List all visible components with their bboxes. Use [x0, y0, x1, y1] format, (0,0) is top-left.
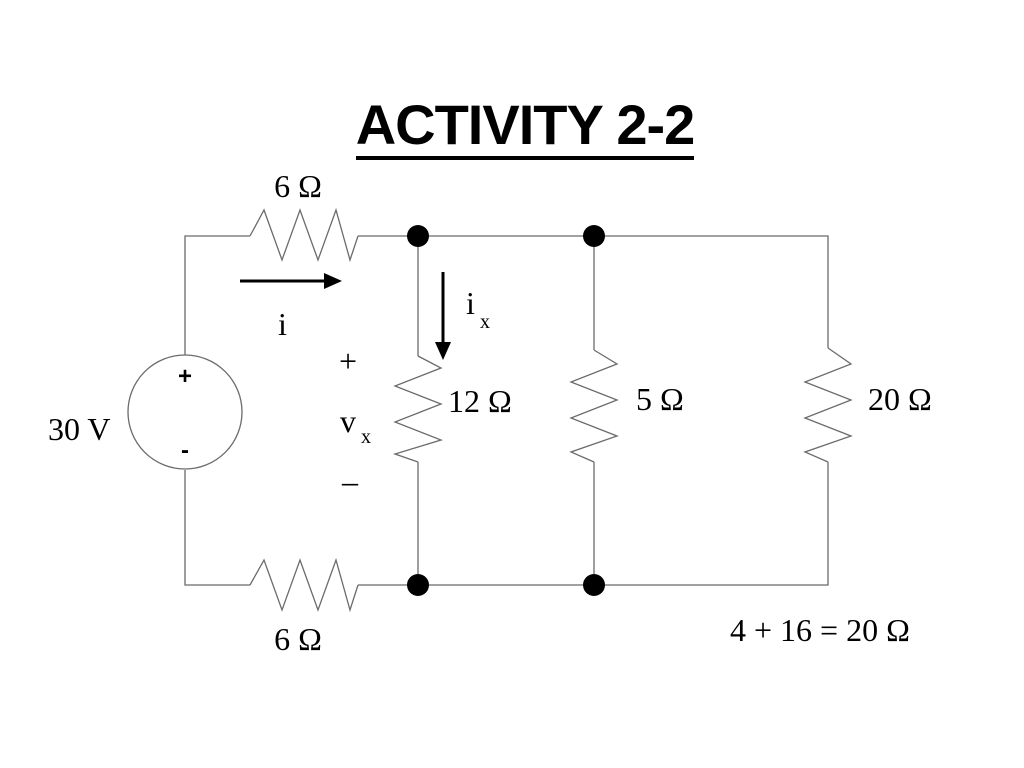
- resistor-12: [392, 355, 443, 463]
- resistor-20: [803, 347, 853, 463]
- label-vx-plus: +: [339, 343, 357, 379]
- label-20-ohm: 20 Ω: [868, 381, 932, 417]
- label-current-i: i: [278, 306, 287, 342]
- label-vx-minus: –: [341, 463, 359, 499]
- resistor-5: [569, 349, 619, 463]
- source-plus-sign: +: [178, 363, 192, 390]
- current-i-arrow-head: [324, 273, 342, 289]
- node-top-a: [407, 225, 429, 247]
- label-current-ix-sub: x: [480, 311, 490, 333]
- label-equation: 4 + 16 = 20 Ω: [730, 612, 910, 648]
- title-text: ACTIVITY 2-2: [355, 93, 695, 160]
- label-bottom-6-ohm: 6 Ω: [274, 621, 322, 657]
- label-current-ix-main: i: [466, 285, 475, 321]
- label-12-ohm: 12 Ω: [448, 383, 512, 419]
- wire-right-down: [358, 462, 829, 586]
- label-top-6-ohm: 6 Ω: [274, 168, 322, 204]
- current-ix-arrow-head: [435, 342, 451, 360]
- wire-left-top: [184, 235, 250, 355]
- label-source-30v: 30 V: [48, 411, 111, 447]
- wire-top-mid: [358, 235, 829, 348]
- voltage-source: [127, 354, 243, 470]
- label-vx-main: v: [340, 403, 356, 439]
- node-bottom-b: [583, 574, 605, 596]
- resistor-top-series: [249, 207, 359, 263]
- wire-left-bottom: [184, 470, 250, 586]
- node-bottom-a: [407, 574, 429, 596]
- slide-title: ACTIVITY 2-2: [0, 92, 1024, 160]
- label-vx-sub: x: [361, 426, 371, 448]
- source-minus-sign: -: [181, 437, 189, 464]
- resistor-bottom-series: [249, 557, 359, 613]
- node-top-b: [583, 225, 605, 247]
- label-5-ohm: 5 Ω: [636, 381, 684, 417]
